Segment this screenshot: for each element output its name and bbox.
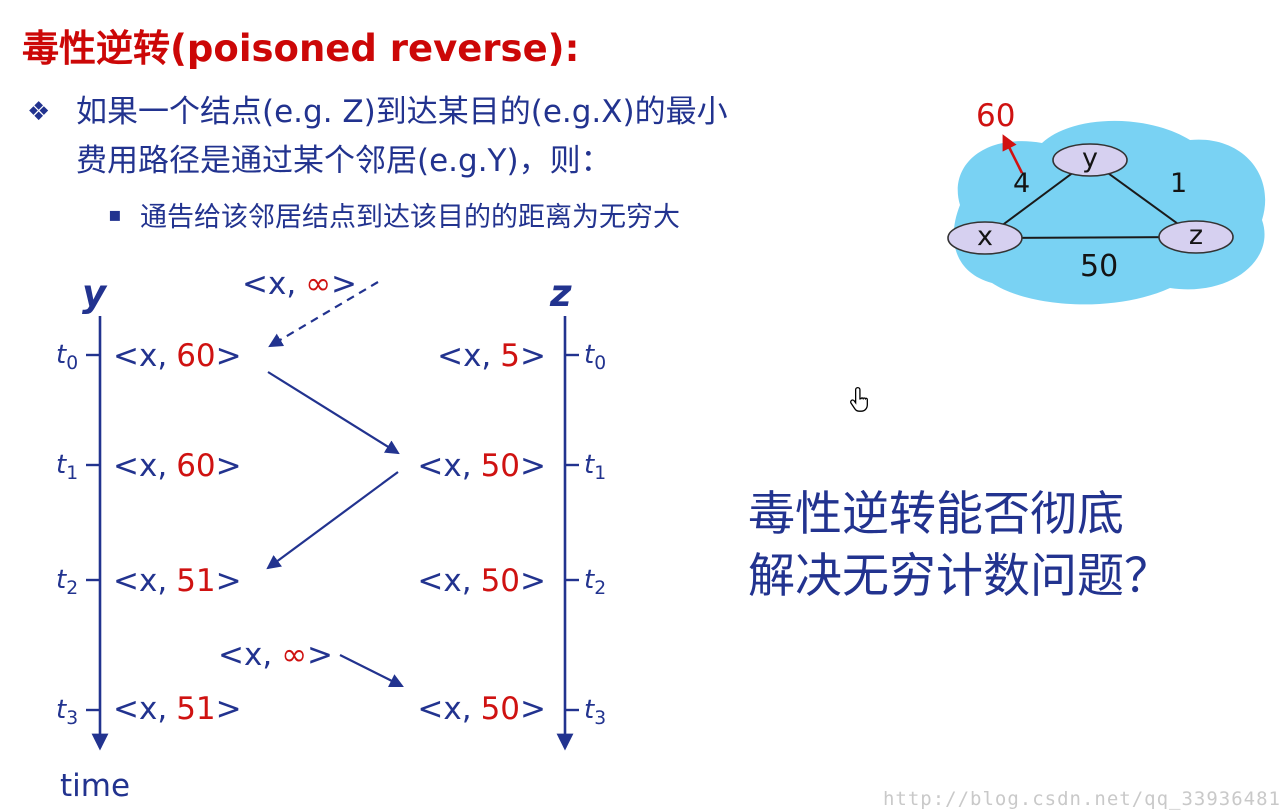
z-tick-t2: t2 xyxy=(584,565,607,600)
z-tick-t3: t3 xyxy=(584,695,607,730)
page-title: 毒性逆转(poisoned reverse): xyxy=(22,27,580,70)
z-message-t3: <x,50> xyxy=(417,691,546,727)
bullet-line-2: 费用路径是通过某个邻居(e.g.Y)，则： xyxy=(76,143,612,179)
z-message-t1: <x,50> xyxy=(417,448,546,484)
changed-cost-60: 60 xyxy=(976,98,1016,134)
poison-message-top: <x,∞> xyxy=(242,266,357,302)
poison-message-bottom: <x,∞> xyxy=(218,637,333,673)
z-message-t0: <x,5> xyxy=(437,338,546,374)
time-axis-label: time xyxy=(60,768,131,804)
y-message-t0: <x,60> xyxy=(113,338,242,374)
y-message-t1: <x,60> xyxy=(113,448,242,484)
bullet-diamond-icon: ❖ xyxy=(27,97,51,127)
question-text: 毒性逆转能否彻底 解决无穷计数问题？ xyxy=(748,484,1171,608)
z-tick-t0: t0 xyxy=(584,340,607,375)
question-line-1: 毒性逆转能否彻底 xyxy=(748,487,1124,542)
link-cost-xy: 4 xyxy=(1013,168,1031,199)
node-x-label: x xyxy=(977,221,993,252)
link-cost-yz: 1 xyxy=(1170,168,1188,199)
sub-bullet-text: 通告给该邻居结点到达该目的的距离为无穷大 xyxy=(140,202,680,233)
watermark-url: http://blog.csdn.net/qq_33936481 xyxy=(882,788,1281,810)
sub-bullet-square-icon: ▪ xyxy=(108,202,122,226)
node-z-label: z xyxy=(1188,220,1204,251)
link-cost-xz: 50 xyxy=(1080,249,1119,284)
y-message-t3: <x,51> xyxy=(113,691,242,727)
node-y-label: y xyxy=(1082,143,1098,174)
z-message-t2: <x,50> xyxy=(417,563,546,599)
hand-cursor-icon xyxy=(850,386,868,412)
y-tick-t0: t0 xyxy=(56,340,79,375)
bullet-line-1: 如果一个结点(e.g. Z)到达某目的(e.g.X)的最小 xyxy=(76,94,728,130)
axis-y-label: y xyxy=(82,272,107,315)
y-tick-t2: t2 xyxy=(56,565,79,600)
y-message-t2: <x,51> xyxy=(113,563,242,599)
z-tick-t1: t1 xyxy=(584,450,607,485)
y-tick-t3: t3 xyxy=(56,695,79,730)
question-line-2: 解决无穷计数问题？ xyxy=(748,549,1171,604)
y-tick-t1: t1 xyxy=(56,450,79,485)
bullet-text: 如果一个结点(e.g. Z)到达某目的(e.g.X)的最小 费用路径是通过某个邻… xyxy=(76,88,966,186)
axis-z-label: z xyxy=(550,272,572,315)
